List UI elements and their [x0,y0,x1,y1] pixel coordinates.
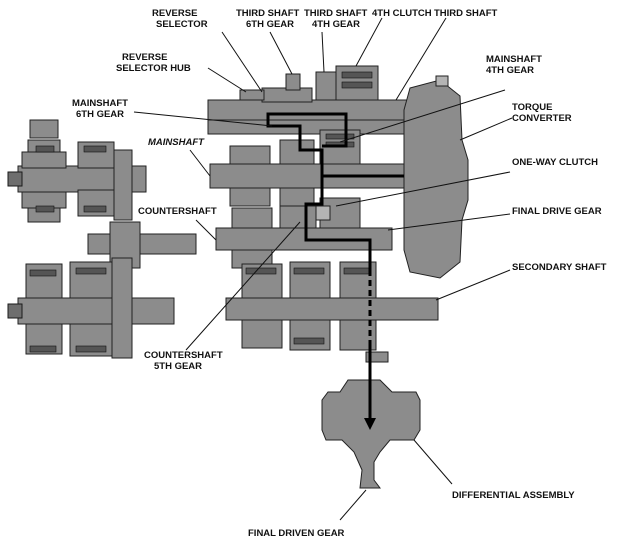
label-third-shaft-4th-gear: THIRD SHAFT 4TH GEAR [304,8,370,30]
label-mainshaft-4th-gear: MAINSHAFT 4TH GEAR [486,54,545,76]
label-reverse-selector-hub: REVERSE SELECTOR HUB [116,52,191,74]
label-countershaft: COUNTERSHAFT [138,206,217,217]
transmission-cross-section [207,65,469,489]
label-countershaft-5th-gear: COUNTERSHAFT 5TH GEAR [144,350,225,372]
label-4th-clutch: 4TH CLUTCH [372,8,432,19]
label-secondary-shaft: SECONDARY SHAFT [512,262,607,273]
power-flow-path [266,112,404,430]
label-final-driven-gear: FINAL DRIVEN GEAR [248,528,345,539]
label-mainshaft: MAINSHAFT [148,137,205,148]
label-torque-converter: TORQUE CONVERTER [512,102,572,124]
flow-arrowhead [364,418,376,430]
label-final-drive-gear: FINAL DRIVE GEAR [512,206,602,217]
leader-lines [133,17,513,521]
label-mainshaft-6th-gear: MAINSHAFT 6TH GEAR [72,98,131,120]
label-third-shaft-6th-gear: THIRD SHAFT 6TH GEAR [236,8,302,30]
label-third-shaft: THIRD SHAFT [434,8,498,19]
label-differential-assembly: DIFFERENTIAL ASSEMBLY [452,490,575,501]
exploded-shaft-views [7,119,197,359]
label-one-way-clutch: ONE-WAY CLUTCH [512,157,598,168]
label-reverse-selector: REVERSE SELECTOR [152,8,208,30]
